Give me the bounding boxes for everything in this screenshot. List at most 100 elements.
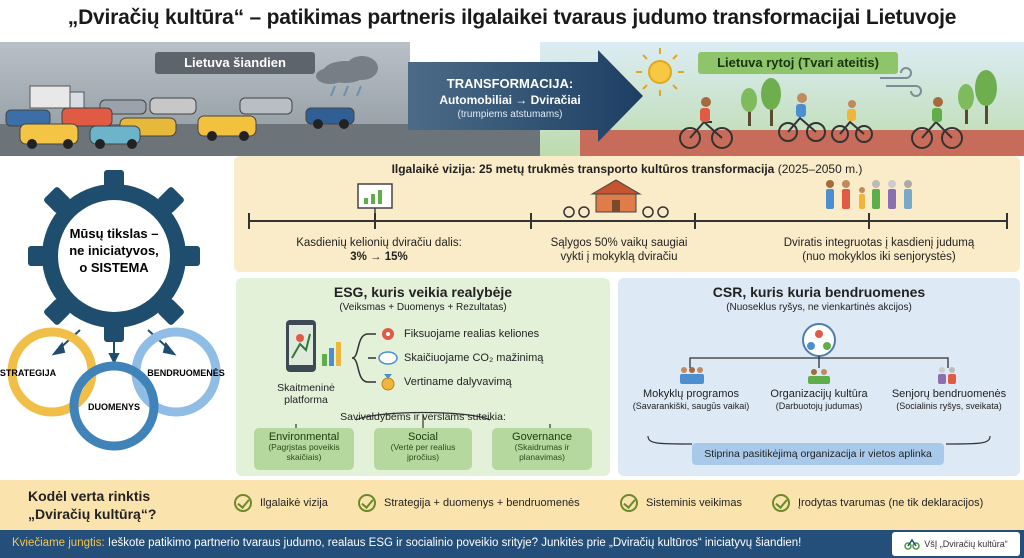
esg-caption: Savivaldybėms ir verslams suteikia: bbox=[340, 411, 506, 423]
footer-highlight: Kviečiame jungtis: bbox=[12, 537, 105, 549]
esg-box-governance-title: Governance bbox=[512, 431, 572, 443]
rain-cloud-icon bbox=[316, 56, 378, 97]
transformation-label: TRANSFORMACIJA: Automobiliai → Dviračiai… bbox=[410, 76, 610, 120]
csr-senior-communities: Senjorų bendruomenės (Socialinis ryšys, … bbox=[884, 388, 1014, 411]
people-group-icon bbox=[826, 180, 912, 209]
checkmark-icon bbox=[358, 494, 376, 512]
esg-panel: ESG, kuris veikia realybėje (Veiksmas + … bbox=[236, 278, 610, 476]
esg-title: ESG, kuris veikia realybėje bbox=[333, 284, 513, 300]
digital-platform-label: Skaitmeninė platforma bbox=[277, 382, 335, 406]
csr-school-programs: Mokyklų programos (Savarankiški, saugūs … bbox=[626, 388, 756, 411]
timeline-tick bbox=[248, 213, 250, 229]
tomorrow-label: Lietuva rytoj (Tvari ateitis) bbox=[698, 52, 898, 74]
esg-item-co2: Skaičiuojame CO₂ mažinimą bbox=[404, 352, 544, 364]
csr-panel: CSR, kuris kuria bendruomenes (Nuoseklus… bbox=[618, 278, 1020, 476]
smartphone-icon bbox=[286, 320, 316, 372]
csr-organization-culture-desc: (Darbuotojų judumas) bbox=[775, 401, 863, 411]
why-item-strategy-label: Strategija + duomenys + bendruomenės bbox=[384, 497, 580, 509]
why-title-line2: „Dviračių kultūrą“? bbox=[28, 506, 157, 522]
goal-line-1: Mūsų tikslas – bbox=[70, 226, 159, 241]
footer-message: Ieškote patikimo partnerio tvaraus judum… bbox=[104, 537, 802, 549]
organization-icon bbox=[808, 369, 830, 384]
page-title: „Dviračių kultūra“ – patikimas partneris… bbox=[67, 6, 957, 29]
system-gear-diagram: Mūsų tikslas – ne iniciatyvos, o SISTEMA… bbox=[0, 170, 225, 451]
why-item-strategy: Strategija + duomenys + bendruomenės bbox=[358, 494, 580, 512]
transformation-banner: TRANSFORMACIJA: Automobiliai → Dviračiai… bbox=[0, 42, 1024, 156]
timeline-tick bbox=[868, 213, 870, 229]
milestone-2-line2: vykti į mokyklą dviračiu bbox=[560, 251, 678, 263]
footer-text: Kviečiame jungtis: Ieškote patikimo part… bbox=[12, 537, 801, 549]
esg-item-participation: Vertiname dalyvavimą bbox=[404, 376, 512, 388]
why-title: Kodėl verta rinktis „Dviračių kultūrą“? bbox=[28, 487, 156, 523]
timeline-tick bbox=[694, 213, 696, 229]
gear-icon bbox=[28, 170, 200, 342]
milestone-1: Kasdienių kelionių dviračiu dalis: 3% → … bbox=[274, 236, 484, 264]
checkmark-icon bbox=[620, 494, 638, 512]
esg-box-social-title: Social bbox=[408, 431, 438, 443]
seniors-icon bbox=[938, 367, 956, 384]
organization-logo: VšĮ „Dviračių kultūra“ bbox=[892, 532, 1020, 556]
vision-title: Ilgalaikė vizija: 25 metų trukmės transp… bbox=[234, 162, 1020, 176]
strategija-label: STRATEGIJA bbox=[0, 368, 57, 378]
esg-box-governance: Governance (Skaidrumas ir planavimas) bbox=[492, 428, 592, 470]
footer-cta: Kviečiame jungtis: Ieškote patikimo part… bbox=[0, 530, 1024, 558]
bicycle-icon bbox=[679, 116, 963, 149]
transformation-arrow bbox=[408, 50, 643, 142]
duomenys-label: DUOMENYS bbox=[88, 402, 140, 412]
csr-school-programs-title: Mokyklų programos bbox=[643, 388, 739, 400]
csr-subtitle: (Nuoseklus ryšys, ne vienkartinės akcijo… bbox=[726, 302, 912, 313]
csr-trust-banner: Stiprina pasitikėjimą organizacija ir vi… bbox=[692, 443, 944, 465]
today-label: Lietuva šiandien bbox=[155, 52, 315, 74]
esg-item-trips: Fiksuojame realias keliones bbox=[404, 328, 540, 340]
milestone-1-line1: Kasdienių kelionių dviračiu dalis: bbox=[296, 237, 462, 249]
wind-icon bbox=[880, 67, 922, 97]
esg-icons bbox=[286, 320, 551, 428]
esg-box-governance-desc: (Skaidrumas ir planavimas) bbox=[514, 442, 570, 462]
goal-line-2: ne iniciatyvos, bbox=[69, 243, 159, 258]
sun-icon bbox=[636, 48, 684, 96]
bendruomenes-label: BENDRUOMENĖS bbox=[147, 368, 225, 378]
vision-timeline-panel: Ilgalaikė vizija: 25 metų trukmės transp… bbox=[234, 156, 1020, 272]
school-children-icon bbox=[680, 367, 704, 384]
esg-box-social: Social (Vertė per realius įpročius) bbox=[374, 428, 472, 470]
csr-senior-communities-title: Senjorų bendruomenės bbox=[891, 388, 1007, 400]
duomenys-circle bbox=[69, 361, 159, 451]
why-choose-section: Kodėl verta rinktis „Dviračių kultūrą“? … bbox=[0, 480, 1024, 530]
csr-school-programs-desc: (Savarankiški, saugūs vaikai) bbox=[632, 401, 750, 411]
esg-subtitle: (Veiksmas + Duomenys + Rezultatas) bbox=[339, 302, 507, 313]
checkmark-icon bbox=[234, 494, 252, 512]
why-item-systemic-label: Sisteminis veikimas bbox=[646, 497, 742, 509]
checkmark-icon bbox=[772, 494, 790, 512]
milestone-3-line2: (nuo mokyklos iki senjorystės) bbox=[802, 251, 956, 263]
esg-box-environmental-title: Environmental bbox=[268, 431, 340, 443]
timeline-tick bbox=[530, 213, 532, 229]
why-item-vision: Ilgalaikė vizija bbox=[234, 494, 328, 512]
esg-box-environmental: Environmental (Pagrįstas poveikis skaiči… bbox=[254, 428, 354, 470]
bike-path bbox=[580, 130, 1024, 156]
map-pin-icon bbox=[382, 328, 394, 340]
why-title-line1: Kodėl verta rinktis bbox=[28, 488, 151, 504]
timeline-icons bbox=[357, 179, 912, 218]
organization-logo-text: VšĮ „Dviračių kultūra“ bbox=[924, 539, 1008, 549]
why-item-proven: Įrodytas tvarumas (ne tik deklaracijos) bbox=[772, 494, 983, 512]
csr-senior-communities-desc: (Socialinis ryšys, sveikata) bbox=[896, 401, 1002, 411]
esg-box-social-desc: (Vertė per realius įpročius) bbox=[390, 442, 456, 462]
transformation-line: Automobiliai → Dviračiai bbox=[439, 93, 581, 107]
milestone-2: Sąlygos 50% vaikų saugiai vykti į mokykl… bbox=[519, 236, 719, 264]
bracket-icon bbox=[351, 333, 369, 383]
tree-icon bbox=[741, 70, 997, 126]
why-item-systemic: Sisteminis veikimas bbox=[620, 494, 742, 512]
timeline-axis bbox=[248, 220, 1008, 222]
milestone-3-line1: Dviratis integruotas į kasdienį judumą bbox=[783, 237, 975, 249]
medal-icon bbox=[381, 374, 395, 391]
milestone-2-line1: Sąlygos 50% vaikų saugiai bbox=[550, 237, 688, 249]
csr-organization-culture-title: Organizacijų kultūra bbox=[770, 388, 868, 400]
school-icon bbox=[563, 179, 669, 218]
co2-cloud-icon bbox=[378, 351, 398, 365]
csr-title: CSR, kuris kuria bendruomenes bbox=[712, 284, 926, 300]
milestone-3: Dviratis integruotas į kasdienį judumą (… bbox=[754, 236, 1004, 264]
bicycle-logo-icon bbox=[904, 538, 920, 550]
transformation-note: (trumpiems atstumams) bbox=[457, 109, 563, 120]
traffic-jam-illustration bbox=[5, 56, 378, 149]
cyclists-illustration bbox=[636, 48, 997, 149]
